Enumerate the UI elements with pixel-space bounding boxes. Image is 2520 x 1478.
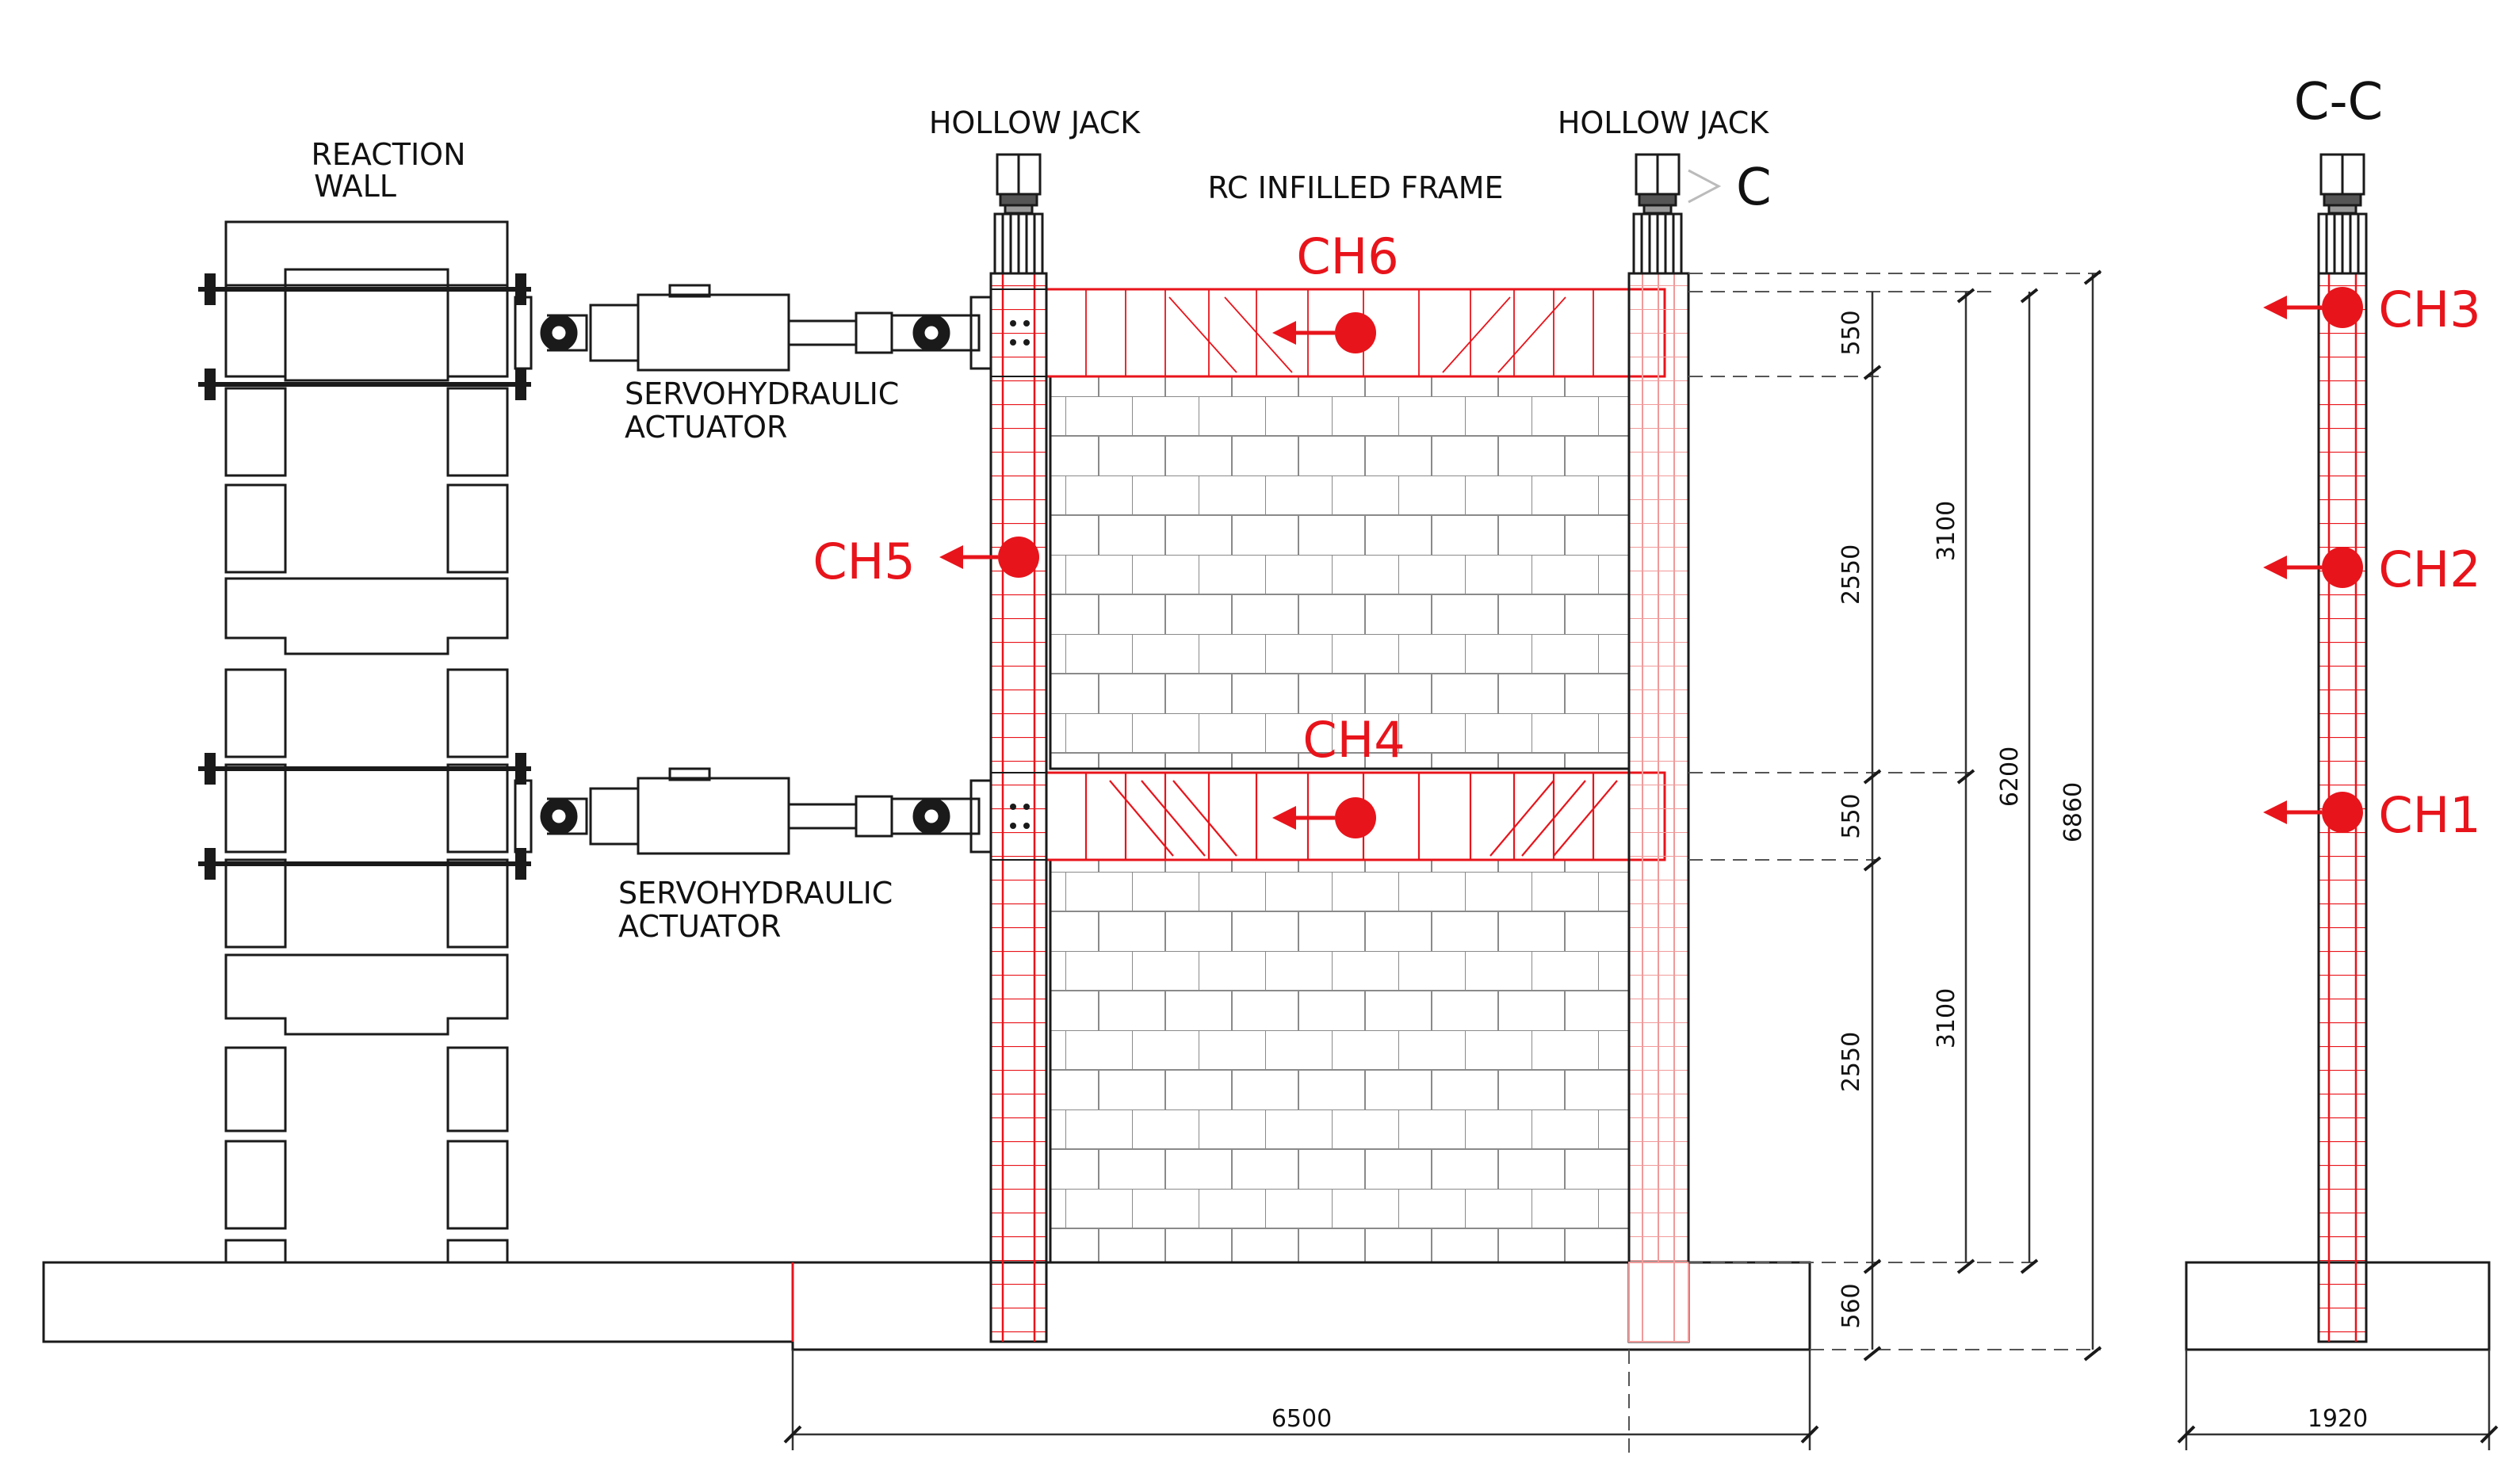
masonry-infill-upper <box>1049 375 1631 770</box>
column-left <box>989 272 1048 1343</box>
ch1-arrow-icon <box>2263 800 2287 824</box>
masonry-infill-lower <box>1049 858 1631 1264</box>
ch6-sensor-dot <box>1335 312 1376 353</box>
dimension-extension-lines <box>1628 273 2101 1458</box>
section-cc-jack <box>2317 153 2368 275</box>
column-right <box>1627 272 1690 1343</box>
dim-2550-bottom: 2550 <box>1837 1032 1865 1092</box>
dim-2550-top: 2550 <box>1837 544 1865 605</box>
label-ch4: CH4 <box>1302 711 1405 769</box>
ch3-sensor-dot <box>2322 287 2363 328</box>
reaction-wall-cap <box>224 220 509 287</box>
beam-top <box>1045 288 1666 378</box>
label-section-title: C-C <box>2294 73 2383 132</box>
label-section-marker: C <box>1736 158 1772 217</box>
dim-6860: 6860 <box>2059 782 2087 842</box>
ch1-sensor-dot <box>2322 792 2363 833</box>
reaction-wall <box>224 220 509 1264</box>
label-hollow-jack-left: HOLLOW JACK <box>929 105 1141 140</box>
label-reaction-wall-line1: REACTION <box>311 137 465 172</box>
ch2-arrow-icon <box>2263 556 2287 579</box>
ch6-arrow-icon <box>1272 321 1296 345</box>
dim-3100-bottom: 3100 <box>1933 988 1960 1048</box>
reaction-wall-tie-rods <box>198 287 531 866</box>
label-reaction-wall-line2: WALL <box>314 169 396 204</box>
ch5-sensor-dot <box>998 537 1039 578</box>
hollow-jack-left <box>993 153 1044 275</box>
ch4-arrow-icon <box>1272 806 1296 830</box>
label-rc-infilled-frame: RC INFILLED FRAME <box>1207 170 1503 205</box>
label-actuator-bottom-line2: ACTUATOR <box>618 909 781 944</box>
dimension-ticks <box>783 269 2499 1444</box>
dim-550-mid: 550 <box>1837 793 1865 838</box>
actuator-top <box>514 284 992 372</box>
hollow-jack-right <box>1632 153 1683 275</box>
tie-rod-nuts <box>205 273 526 880</box>
ch3-arrow-icon <box>2263 296 2287 319</box>
label-ch3: CH3 <box>2378 281 2480 338</box>
dim-550-top: 550 <box>1837 310 1865 355</box>
label-ch5: CH5 <box>813 533 915 590</box>
dim-560: 560 <box>1837 1283 1865 1328</box>
label-actuator-bottom-line1: SERVOHYDRAULIC <box>618 876 893 911</box>
ch2-sensor-dot <box>2322 547 2363 588</box>
label-ch6: CH6 <box>1296 227 1398 285</box>
label-ch2: CH2 <box>2378 540 2480 598</box>
label-actuator-top-line1: SERVOHYDRAULIC <box>625 376 899 411</box>
dim-6200: 6200 <box>1996 747 2024 807</box>
section-cut-arrow-icon <box>1688 169 1722 204</box>
dim-6500: 6500 <box>1271 1405 1332 1433</box>
reaction-floor-slab <box>42 1261 794 1343</box>
dim-1920: 1920 <box>2308 1405 2368 1433</box>
dim-3100-top: 3100 <box>1933 501 1960 561</box>
ch5-arrow-icon <box>939 545 963 569</box>
label-actuator-top-line2: ACTUATOR <box>625 410 787 445</box>
actuator-bottom <box>514 767 992 855</box>
channel-markers <box>939 287 2363 838</box>
ground-slab <box>42 1261 2491 1351</box>
ch4-sensor-dot <box>1335 797 1376 838</box>
label-hollow-jack-right: HOLLOW JACK <box>1558 105 1769 140</box>
label-ch1: CH1 <box>2378 786 2480 844</box>
